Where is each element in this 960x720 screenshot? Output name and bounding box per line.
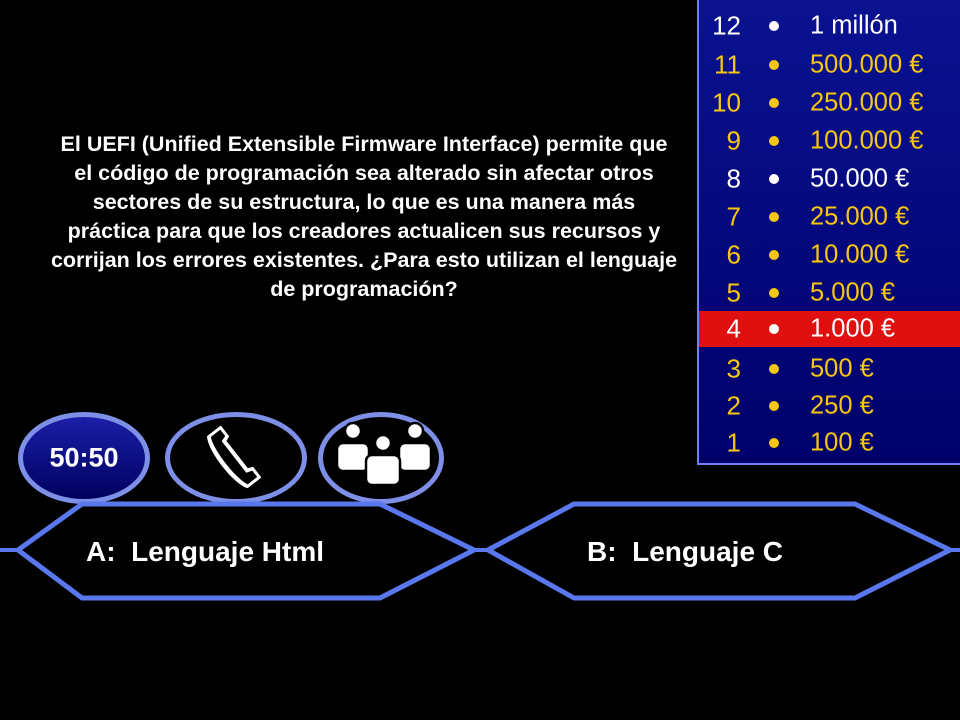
ladder-rung-6: 6 10.000 € — [699, 237, 960, 273]
rung-dot-icon — [769, 21, 779, 31]
rung-dot-icon — [769, 174, 779, 184]
ladder-rung-4-current: 4 1.000 € — [699, 311, 960, 347]
rung-amount: 100.000 € — [810, 126, 924, 155]
rung-level: 10 — [712, 87, 741, 118]
rung-amount: 250 € — [810, 391, 874, 420]
ladder-rung-8: 8 50.000 € — [699, 161, 960, 197]
rung-level: 12 — [712, 10, 741, 41]
ladder-rung-9: 9 100.000 € — [699, 123, 960, 159]
rung-amount: 500 € — [810, 354, 874, 383]
rung-dot-icon — [769, 288, 779, 298]
answer-b-text: Lenguaje C — [632, 536, 784, 567]
answer-b-frame — [485, 501, 953, 601]
answer-a-text: Lenguaje Html — [131, 536, 325, 567]
ladder-rung-2: 2 250 € — [699, 388, 960, 424]
money-ladder: 12 1 millón 11 500.000 € 10 250.000 € 9 … — [697, 0, 960, 465]
rung-level: 7 — [726, 201, 741, 232]
rung-dot-icon — [769, 60, 779, 70]
phone-a-friend-lifeline-button[interactable] — [165, 412, 307, 504]
ladder-rung-1: 1 100 € — [699, 425, 960, 461]
answer-a-letter: A: — [86, 536, 116, 567]
rung-level: 5 — [726, 277, 741, 308]
answer-shapes — [15, 501, 953, 601]
rung-amount: 50.000 € — [810, 164, 910, 193]
answer-a-button[interactable]: A: Lenguaje Html — [86, 536, 324, 568]
answer-b-letter: B: — [587, 536, 617, 567]
rung-level: 2 — [726, 390, 741, 421]
rung-dot-icon — [769, 212, 779, 222]
audience-icon — [335, 421, 433, 487]
rung-level: 4 — [726, 313, 741, 344]
answer-a-frame — [15, 501, 477, 601]
answer-divider-line — [0, 548, 960, 552]
rung-dot-icon — [769, 136, 779, 146]
fifty-fifty-label: 50:50 — [49, 442, 119, 473]
rung-amount: 100 € — [810, 428, 874, 457]
answer-b-button[interactable]: B: Lenguaje C — [587, 536, 783, 568]
ladder-rung-7: 7 25.000 € — [699, 199, 960, 235]
rung-level: 1 — [726, 427, 741, 458]
rung-dot-icon — [769, 364, 779, 374]
rung-level: 6 — [726, 239, 741, 270]
rung-amount: 500.000 € — [810, 50, 924, 79]
ladder-rung-12: 12 1 millón — [699, 8, 960, 44]
rung-amount: 10.000 € — [810, 240, 910, 269]
rung-amount: 1.000 € — [810, 314, 896, 343]
ask-the-audience-lifeline-button[interactable] — [318, 412, 444, 504]
ladder-rung-11: 11 500.000 € — [699, 47, 960, 83]
rung-dot-icon — [769, 438, 779, 448]
rung-amount: 250.000 € — [810, 88, 924, 117]
rung-dot-icon — [769, 98, 779, 108]
fifty-fifty-lifeline-button[interactable]: 50:50 — [18, 412, 150, 504]
ladder-rung-5: 5 5.000 € — [699, 275, 960, 311]
rung-level: 8 — [726, 163, 741, 194]
rung-dot-icon — [769, 324, 779, 334]
question-text: El UEFI (Unified Extensible Firmware Int… — [50, 132, 678, 301]
ladder-rung-3: 3 500 € — [699, 351, 960, 387]
rung-amount: 1 millón — [810, 11, 898, 40]
rung-level: 3 — [726, 353, 741, 384]
rung-amount: 5.000 € — [810, 278, 896, 307]
ladder-rung-10: 10 250.000 € — [699, 85, 960, 121]
phone-icon — [206, 425, 262, 489]
rung-level: 9 — [726, 125, 741, 156]
rung-level: 11 — [714, 49, 741, 80]
rung-dot-icon — [769, 401, 779, 411]
rung-dot-icon — [769, 250, 779, 260]
rung-amount: 25.000 € — [810, 202, 910, 231]
